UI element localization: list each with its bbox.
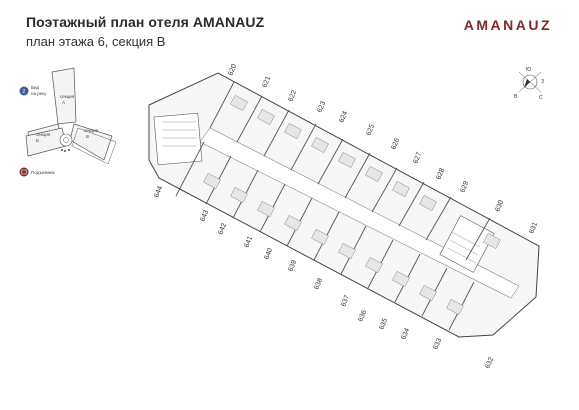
stair-core-east [439,215,495,273]
compass-west: З [541,79,544,85]
room-label-636: 636 [357,309,368,323]
svg-text:секция: секция [60,94,75,99]
key-map: секция A секция Б секция В [25,67,117,165]
room-label-620: 620 [227,63,238,77]
room-label-623: 623 [316,100,327,114]
building-wing [148,72,540,338]
svg-text:на реку: на реку [31,91,47,96]
room-labels-top: 620 621 622 623 624 625 626 627 628 629 630 631 [227,63,539,235]
corridor [199,127,520,299]
svg-text:секция: секция [36,132,51,137]
svg-text:В: В [86,134,89,139]
brand-logo: AMANAUZ [463,17,552,33]
room-label-627: 627 [412,151,423,165]
lift-icon [19,167,29,177]
compass-east: В [514,94,518,100]
room-label-643: 643 [199,209,210,223]
room-walls-top [209,81,491,261]
svg-text:A: A [62,100,65,105]
room-label-640: 640 [263,247,274,261]
legend-lift: Подъемник [19,167,55,177]
room-label-639: 639 [287,259,298,273]
room-label-625: 625 [365,123,376,137]
compass-north: С [539,95,543,101]
compass-rose: Ю З В С [514,67,544,101]
compass-south: Ю [526,67,531,73]
key-map-wing-north [51,67,77,125]
room-label-621: 621 [261,75,272,89]
room-label-628: 628 [435,167,446,181]
key-map-core [59,133,73,147]
river-view-label: Вид [31,85,40,90]
room-label-633: 633 [432,337,443,351]
key-map-wing-east [69,123,113,161]
lift-label: Подъемник [31,170,55,175]
page-title: Поэтажный план отеля AMANAUZ [26,14,265,30]
legend-river-view: 2 Вид на реку [19,85,47,96]
room-label-624: 624 [338,110,349,124]
room-label-630: 630 [494,199,505,213]
svg-text:Б: Б [36,138,39,143]
page-subtitle: план этажа 6, секция В [26,34,166,49]
room-label-638: 638 [313,277,324,291]
furniture [203,95,501,315]
room-label-632: 632 [484,356,495,370]
room-label-642: 642 [217,222,228,236]
stair-core-west [153,112,203,166]
river-view-badge [19,86,29,96]
room-label-631: 631 [528,221,539,235]
room-label-634: 634 [400,327,411,341]
room-label-622: 622 [287,89,298,103]
svg-text:секция: секция [84,128,99,133]
room-label-629: 629 [459,180,470,194]
room-label-626: 626 [390,137,401,151]
room-label-644: 644 [153,185,164,199]
room-label-641: 641 [243,235,254,249]
room-label-635: 635 [378,317,389,331]
room-labels-bottom: 644 643 642 641 640 639 638 637 636 635 634 633 632 [153,185,495,370]
river-view-badge-number: 2 [22,89,25,95]
room-label-637: 637 [340,294,351,308]
